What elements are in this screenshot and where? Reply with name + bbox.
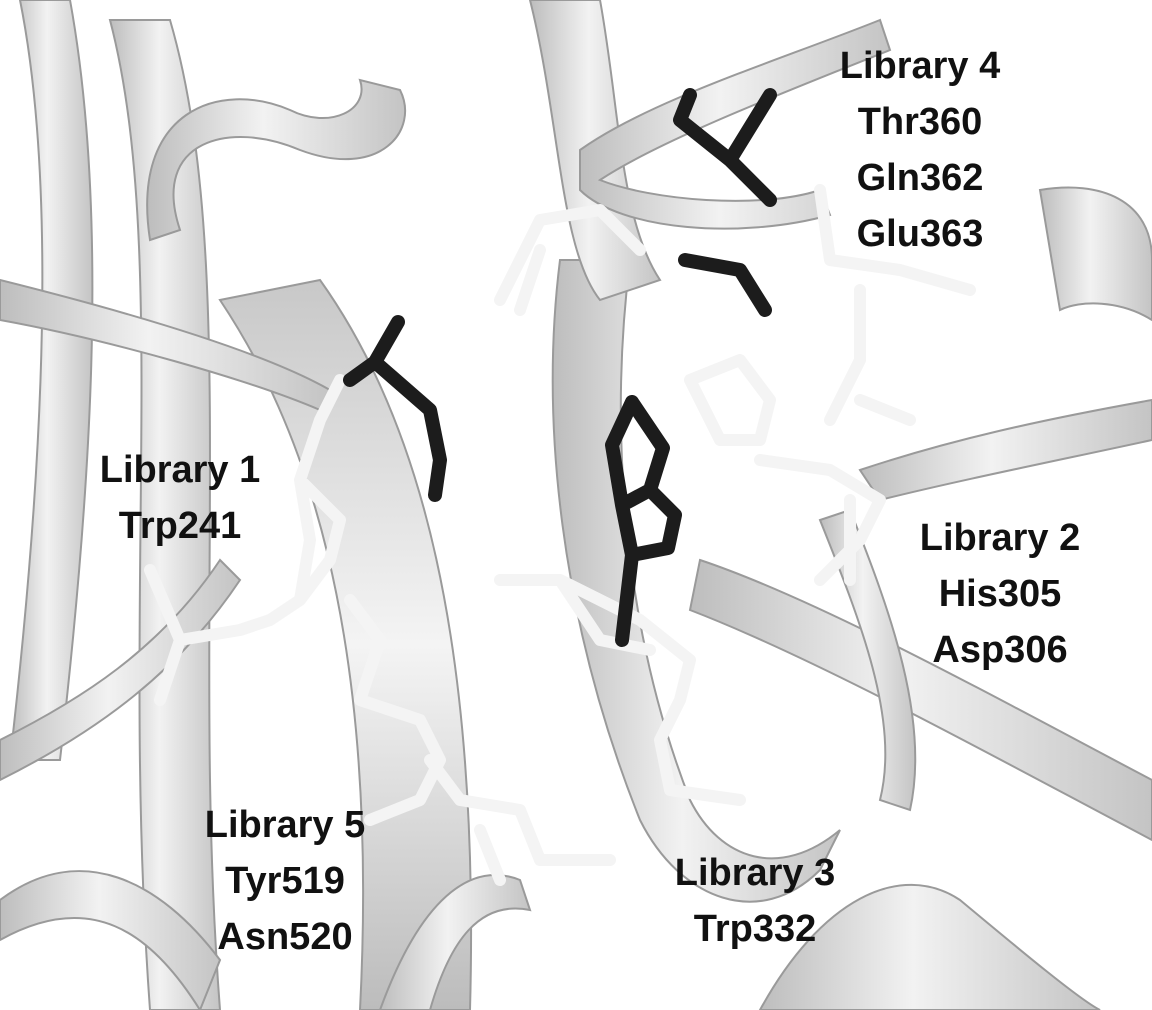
beta-strand-left-outer bbox=[10, 0, 92, 760]
library-2-residue-1: His305 bbox=[870, 566, 1130, 622]
library-3-title: Library 3 bbox=[625, 845, 885, 901]
trp332-dark-sticks bbox=[612, 402, 675, 640]
library-5-residue-1: Tyr519 bbox=[160, 853, 410, 909]
library-4-residue-3: Glu363 bbox=[790, 206, 1050, 262]
label-library-1: Library 1 Trp241 bbox=[55, 442, 305, 554]
library-4-residue-2: Gln362 bbox=[790, 150, 1050, 206]
library-4-residue-1: Thr360 bbox=[790, 94, 1050, 150]
helix-right bbox=[1040, 188, 1152, 320]
library-1-title: Library 1 bbox=[55, 442, 305, 498]
library-4-title: Library 4 bbox=[790, 38, 1050, 94]
library-5-residue-2: Asn520 bbox=[160, 909, 410, 965]
label-library-4: Library 4 Thr360 Gln362 Glu363 bbox=[790, 38, 1050, 262]
gln362-dark-sticks bbox=[685, 260, 765, 310]
library-2-title: Library 2 bbox=[870, 510, 1130, 566]
library-5-title: Library 5 bbox=[160, 797, 410, 853]
library-1-residue-1: Trp241 bbox=[55, 498, 305, 554]
his305-sticks bbox=[690, 360, 880, 580]
label-library-3: Library 3 Trp332 bbox=[625, 845, 885, 957]
library-3-residue-1: Trp332 bbox=[625, 901, 885, 957]
library-2-residue-2: Asp306 bbox=[870, 622, 1130, 678]
label-library-2: Library 2 His305 Asp306 bbox=[870, 510, 1130, 678]
label-library-5: Library 5 Tyr519 Asn520 bbox=[160, 797, 410, 965]
